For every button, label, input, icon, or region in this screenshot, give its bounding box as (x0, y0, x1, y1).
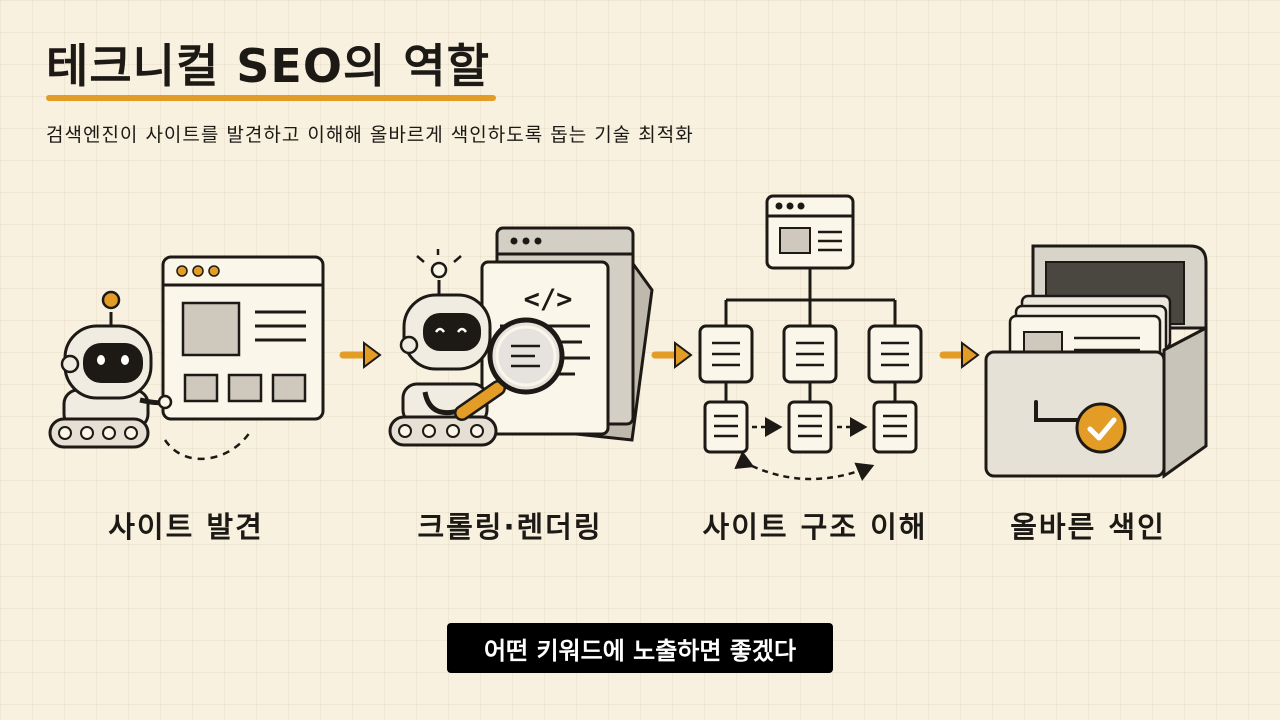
dashed-path (163, 431, 252, 461)
step1-browser-window-icon (161, 255, 325, 421)
page-subtitle: 검색엔진이 사이트를 발견하고 이해해 올바르게 색인하도록 돕는 기술 최적화 (46, 124, 694, 146)
sitemap-icon (698, 194, 923, 482)
step-label-indexing: 올바른 색인 (1010, 510, 1166, 544)
step-label-structure: 사이트 구조 이해 (702, 510, 928, 544)
arrow-right-icon-head (961, 341, 980, 369)
code-glyph: </> (524, 284, 573, 315)
step-label-discovery: 사이트 발견 (108, 510, 264, 544)
arrow-right-icon-head (363, 341, 382, 369)
subtitle-caption: 어떤 키워드에 노출하면 좋겠다 (447, 623, 833, 673)
checkmark-icon (1075, 402, 1127, 454)
step-label-crawling: 크롤링·렌더링 (417, 510, 603, 544)
step2-robot-icon (388, 249, 498, 447)
magnifier-icon (454, 317, 565, 421)
file-cabinet-icon (984, 244, 1208, 479)
arrow-right-icon-head (674, 341, 693, 369)
step1-robot-icon (48, 290, 173, 449)
page-title: 테크니컬 SEO의 역할 (46, 39, 490, 93)
title-underline (46, 95, 496, 101)
